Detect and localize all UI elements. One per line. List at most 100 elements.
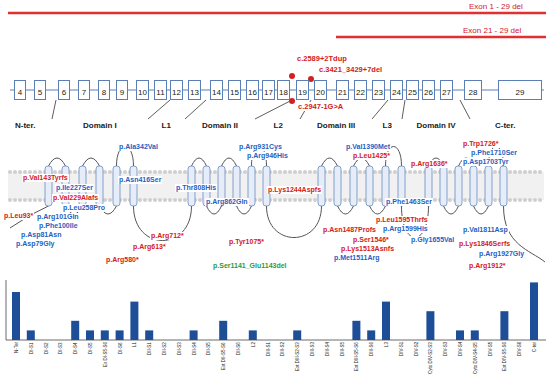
mutation-label: p.Phe1710Ser bbox=[470, 149, 518, 157]
mutation-label: p.Tyr1075* bbox=[228, 238, 265, 246]
axis-category-label: DII-S4 bbox=[191, 342, 196, 355]
domain-label: L1 bbox=[161, 121, 172, 131]
exon-number: 20 bbox=[316, 84, 325, 102]
exon-box: 16 bbox=[246, 80, 259, 100]
lipid-head bbox=[173, 170, 177, 174]
bar bbox=[515, 340, 523, 341]
transmembrane-helix bbox=[113, 166, 120, 206]
variant-dot bbox=[289, 73, 295, 79]
exon-number: 28 bbox=[469, 84, 478, 102]
lipid-head bbox=[533, 198, 537, 202]
axis-category-label: DII-S1 bbox=[147, 342, 152, 355]
exon-number: 6 bbox=[62, 84, 66, 102]
exon-number: 23 bbox=[374, 84, 383, 102]
lipid-head bbox=[8, 170, 12, 174]
transmembrane-helix bbox=[45, 166, 52, 206]
lipid-head bbox=[518, 170, 522, 174]
lipid-head bbox=[283, 198, 287, 202]
mutation-label: p.Arg1599His bbox=[382, 225, 429, 233]
deletion-label: Exon 1 - 29 del bbox=[468, 2, 524, 11]
bar bbox=[116, 330, 124, 340]
exon-box: 17 bbox=[262, 80, 275, 100]
mutation-label: p.Val229Alafs bbox=[52, 194, 99, 202]
bar-series bbox=[12, 282, 538, 340]
mutation-label: p.Arg1912* bbox=[468, 262, 507, 270]
exon-number: 25 bbox=[408, 84, 417, 102]
mutation-label: p.Leu1425* bbox=[352, 152, 391, 160]
exon-number: 7 bbox=[82, 84, 86, 102]
lipid-head bbox=[343, 198, 347, 202]
transmembrane-helix bbox=[485, 166, 492, 206]
protein-loop bbox=[237, 206, 252, 214]
axis-category-label: DIII-S1 bbox=[265, 342, 270, 356]
lipid-head bbox=[313, 170, 317, 174]
exon-box: 29 bbox=[498, 80, 542, 100]
exon-number: 16 bbox=[248, 84, 257, 102]
bar bbox=[71, 321, 79, 340]
axis-category-label: DIV-S6 bbox=[517, 342, 522, 356]
axis-category-label: DIII-S6 bbox=[369, 342, 374, 356]
bar bbox=[234, 340, 242, 341]
exon-box: 27 bbox=[440, 80, 453, 100]
lipid-head bbox=[33, 198, 37, 202]
exon-box: 20 bbox=[314, 80, 327, 100]
axis-category-label: Ext DIV-S5-S6 bbox=[502, 342, 507, 371]
axis-category-label: DI-S4 bbox=[73, 342, 78, 354]
lipid-head bbox=[143, 170, 147, 174]
mutation-label: p.Val143Tyrfs bbox=[22, 174, 69, 182]
bar bbox=[56, 340, 64, 341]
lipid-head bbox=[123, 198, 127, 202]
lipid-head bbox=[528, 198, 532, 202]
axis-category-label: DI-S1 bbox=[28, 342, 33, 354]
exon-number: 22 bbox=[356, 84, 365, 102]
protein-loop bbox=[322, 158, 338, 166]
protein-loop bbox=[444, 206, 459, 214]
lipid-head bbox=[408, 170, 412, 174]
axis-category-label: L1 bbox=[132, 342, 137, 347]
lipid-head bbox=[393, 170, 397, 174]
domain-mapping-lines bbox=[52, 100, 470, 119]
lipid-head bbox=[433, 170, 437, 174]
lipid-head bbox=[88, 170, 92, 174]
mutation-label: p.Ala342Val bbox=[118, 143, 159, 151]
axis-category-label: Cyto DIV-S2-S3 bbox=[428, 342, 433, 374]
transmembrane-helix bbox=[130, 166, 137, 206]
lipid-head bbox=[433, 198, 437, 202]
lipid-head bbox=[303, 198, 307, 202]
transmembrane-helix bbox=[334, 166, 341, 206]
lipid-head bbox=[38, 198, 42, 202]
bar bbox=[130, 302, 138, 340]
lipid-head bbox=[168, 198, 172, 202]
bar bbox=[42, 340, 50, 341]
mutation-label: p.Leu93* bbox=[3, 212, 34, 220]
bar bbox=[249, 330, 257, 340]
axis-category-label: Cyto DIV-S4-S5 bbox=[472, 342, 477, 374]
lipid-head bbox=[308, 198, 312, 202]
mutation-label: p.Lys1846Serfs bbox=[458, 240, 511, 248]
exon-number: 27 bbox=[442, 84, 451, 102]
mapping-line bbox=[372, 100, 388, 119]
bar bbox=[352, 321, 360, 340]
lipid-head bbox=[313, 198, 317, 202]
lipid-head bbox=[103, 170, 107, 174]
lipid-head bbox=[478, 198, 482, 202]
exon-number: 12 bbox=[172, 84, 181, 102]
mutation-label: p.Leu1595Thrfs bbox=[375, 216, 429, 224]
lipid-head bbox=[538, 198, 542, 202]
exon-box: 18 bbox=[277, 80, 290, 100]
lipid-head bbox=[273, 170, 277, 174]
lipid-head bbox=[328, 170, 332, 174]
lipid-head bbox=[538, 170, 542, 174]
lipid-head bbox=[373, 170, 377, 174]
lipid-head bbox=[298, 170, 302, 174]
exon-box: 12 bbox=[170, 80, 183, 100]
axis-category-label: DI-S5 bbox=[88, 342, 93, 354]
bar bbox=[367, 330, 375, 340]
mutation-label: p.Gly1655Val bbox=[410, 236, 455, 244]
protein-loop bbox=[222, 158, 237, 166]
lipid-head bbox=[513, 170, 517, 174]
mutation-label: p.Trp1726* bbox=[462, 140, 499, 148]
exon-number: 13 bbox=[190, 84, 199, 102]
exon-number: 19 bbox=[298, 84, 307, 102]
